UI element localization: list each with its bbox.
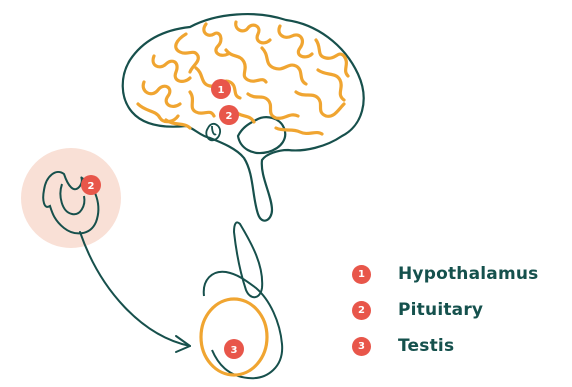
legend-label: Testis — [398, 336, 454, 356]
legend: 1 Hypothalamus 2 Pituitary 3 Testis — [352, 264, 539, 372]
legend-label: Hypothalamus — [398, 264, 539, 284]
legend-badge: 1 — [352, 265, 371, 284]
badge-pituitary-zoom: 2 — [81, 175, 101, 195]
cerebellum-outline — [238, 117, 285, 153]
brain-gyri — [138, 22, 348, 134]
scrotum-outline — [204, 272, 282, 378]
svg-text:2: 2 — [88, 181, 95, 192]
vas-deferens — [234, 222, 262, 297]
badge-hypothalamus: 1 — [211, 79, 231, 99]
badge-testis: 3 — [224, 339, 244, 359]
svg-text:3: 3 — [231, 345, 238, 356]
legend-item-pituitary: 2 Pituitary — [352, 300, 539, 320]
legend-item-hypothalamus: 1 Hypothalamus — [352, 264, 539, 284]
pituitary-gland — [206, 124, 220, 140]
legend-badge: 2 — [352, 301, 371, 320]
arrow-line — [80, 232, 190, 346]
svg-text:1: 1 — [218, 85, 225, 96]
badge-pituitary: 2 — [219, 105, 239, 125]
legend-label: Pituitary — [398, 300, 483, 320]
testis — [201, 299, 267, 375]
svg-text:2: 2 — [226, 111, 233, 122]
legend-item-testis: 3 Testis — [352, 336, 539, 356]
legend-badge: 3 — [352, 337, 371, 356]
